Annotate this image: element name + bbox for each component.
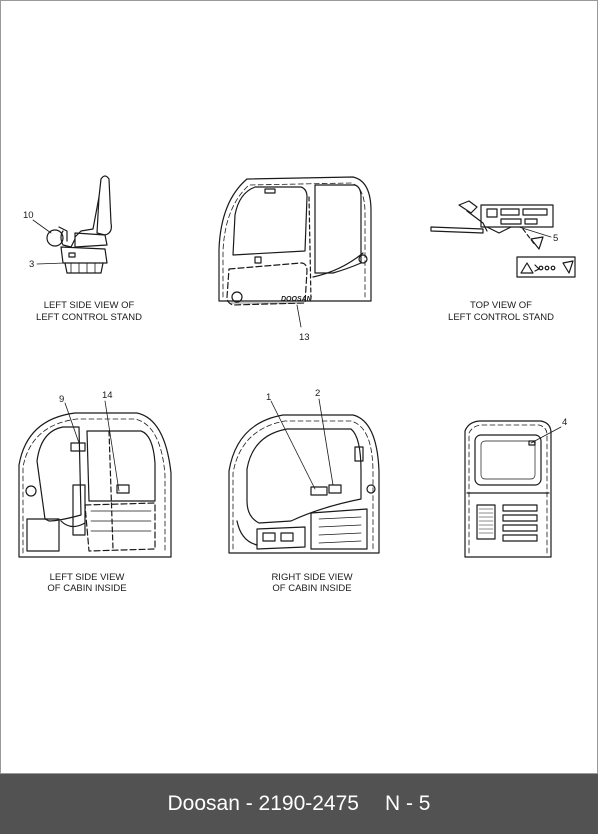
leader-5: [518, 226, 552, 238]
cabin-rear-view: [464, 420, 552, 558]
callout-14: 14: [102, 390, 113, 401]
page-number: N - 5: [384, 792, 431, 815]
caption-right-cabin-line2: OF CABIN INSIDE: [272, 583, 351, 594]
callout-3: 3: [29, 259, 34, 270]
leader-10: [32, 219, 52, 234]
leader-1: [270, 400, 316, 490]
callout-9: 9: [59, 394, 64, 405]
leader-13: [296, 304, 302, 328]
callout-4: 4: [562, 417, 567, 428]
page-footer: Doosan - 2190-2475 N - 5: [0, 774, 598, 834]
callout-1: 1: [266, 392, 271, 403]
caption-right-cabin-line1: RIGHT SIDE VIEW: [271, 572, 352, 583]
seat-side-view: [46, 175, 112, 274]
callout-2: 2: [315, 388, 320, 399]
cabin-exterior-view: [218, 176, 372, 306]
callout-13: 13: [299, 332, 310, 343]
callout-5: 5: [553, 233, 558, 244]
caption-top-stand-line2: LEFT CONTROL STAND: [448, 312, 554, 323]
leader-3: [36, 262, 66, 265]
caption-left-stand-line2: LEFT CONTROL STAND: [36, 312, 142, 323]
cabin-left-inside-view: [18, 412, 172, 558]
decal-location-diagram: DOOSAN: [18, 175, 576, 594]
leader-9: [64, 402, 80, 444]
control-stand-top-view: [430, 200, 576, 278]
leader-4: [530, 426, 562, 444]
callout-10: 10: [23, 210, 34, 221]
caption-left-stand-line1: LEFT SIDE VIEW OF: [44, 300, 135, 311]
cabin-logo: DOOSAN: [281, 296, 313, 303]
leader-14: [104, 400, 120, 492]
cabin-right-inside-view: [228, 414, 380, 554]
caption-left-cabin-line2: OF CABIN INSIDE: [47, 583, 126, 594]
caption-left-cabin-line1: LEFT SIDE VIEW: [50, 572, 125, 583]
leader-2: [318, 398, 334, 486]
caption-top-stand-line1: TOP VIEW OF: [470, 300, 532, 311]
drawing-sheet: DOOSAN: [0, 0, 598, 774]
part-number: Doosan - 2190-2475: [167, 792, 359, 815]
